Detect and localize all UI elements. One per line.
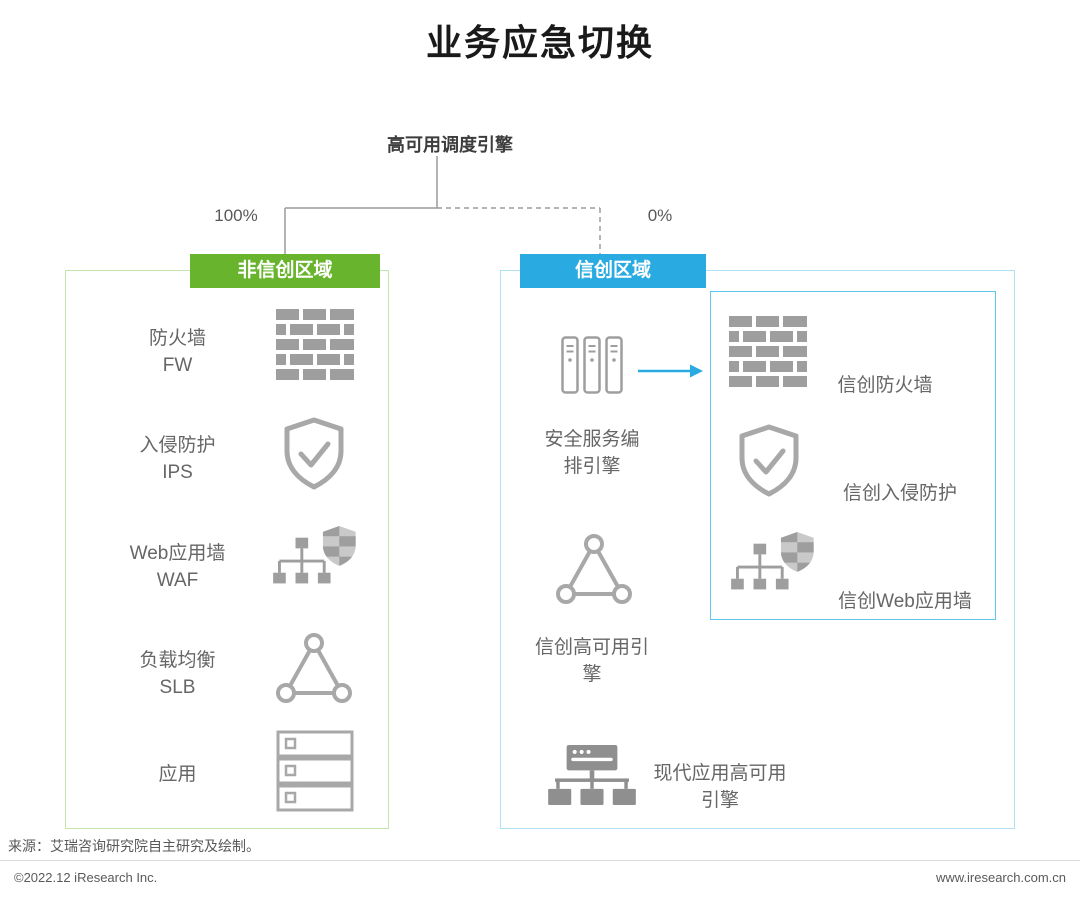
server-stack-icon xyxy=(276,730,354,812)
modern-app-ha-icon xyxy=(548,745,636,805)
app-label: 应用 xyxy=(158,764,197,785)
xinchuang-zone-header: 信创区域 xyxy=(520,254,706,288)
left-weight-label: 100% xyxy=(214,206,258,225)
firewall-brick-icon xyxy=(276,309,354,380)
footer-divider xyxy=(0,860,1080,861)
network-shield-icon xyxy=(730,532,814,604)
server-rack-icon xyxy=(561,336,623,394)
non-xinchuang-zone-header: 非信创区域 xyxy=(190,254,380,288)
triangle-load-balancer-icon xyxy=(274,631,354,705)
waf-label: Web应用墙 WAF xyxy=(129,543,226,591)
xinchuang-waf-label: 信创Web应用墙 xyxy=(838,591,972,612)
shield-check-icon xyxy=(282,417,346,491)
orchestrator-label: 安全服务编 排引擎 xyxy=(544,429,640,477)
ips-label: 入侵防护 IPS xyxy=(139,435,216,483)
shield-check-icon xyxy=(737,424,801,498)
source-note: 来源：艾瑞咨询研究院自主研究及绘制。 xyxy=(8,838,260,854)
ha-scheduler-label: 高可用调度引擎 xyxy=(387,135,513,155)
triangle-load-balancer-icon xyxy=(554,532,634,606)
copyright-text: ©2022.12 iResearch Inc. xyxy=(14,870,158,885)
slb-label: 负载均衡 SLB xyxy=(139,650,216,698)
fw-label: 防火墙 FW xyxy=(148,328,206,376)
firewall-brick-icon xyxy=(729,316,807,387)
xinchuang-ips-label: 信创入侵防护 xyxy=(842,483,957,504)
xinchuang-security-inner-box xyxy=(710,291,996,620)
page-title: 业务应急切换 xyxy=(425,22,654,63)
modern-ha-label: 现代应用高可用 引擎 xyxy=(653,763,787,811)
xinchuang-fw-label: 信创防火墙 xyxy=(837,375,933,396)
right-weight-label: 0% xyxy=(647,206,673,225)
xinchuang-ha-label: 信创高可用引 擎 xyxy=(534,637,649,685)
network-shield-icon xyxy=(272,526,356,598)
website-text: www.iresearch.com.cn xyxy=(935,870,1066,885)
